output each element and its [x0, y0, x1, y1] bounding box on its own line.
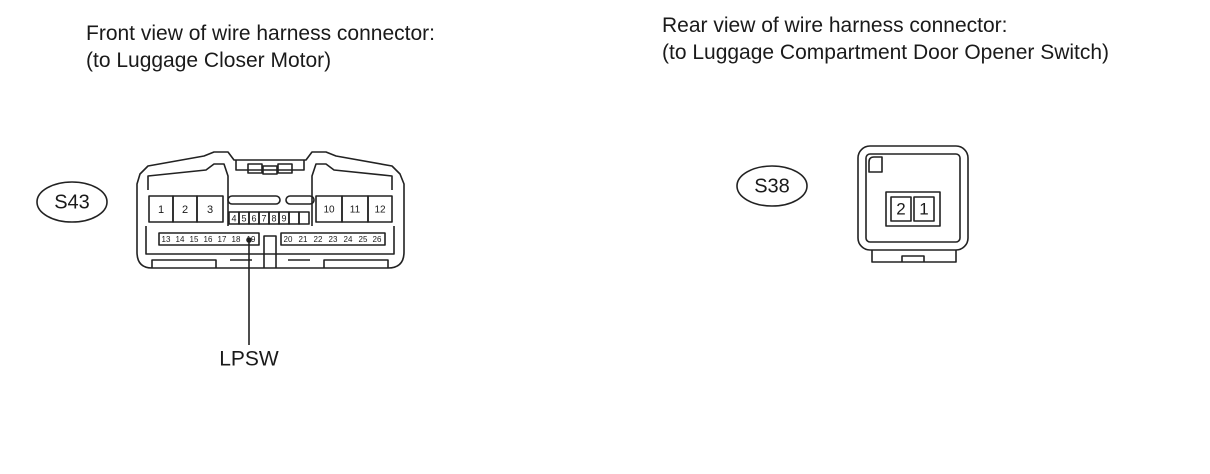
s43-pin-11: 11 — [350, 205, 361, 216]
s43-pin-14: 14 — [176, 235, 185, 244]
s43-badge-outline — [36, 181, 108, 223]
s43-pin-6: 6 — [251, 213, 256, 223]
s43-pin-8: 8 — [271, 213, 276, 223]
rear-view-caption: Rear view of wire harness connector: (to… — [662, 12, 1109, 66]
s43-pin-9: 9 — [281, 213, 286, 223]
lpsw-label: LPSW — [219, 348, 279, 371]
s43-pin-20: 20 — [284, 235, 293, 244]
s38-badge-outline — [736, 165, 808, 207]
s43-pin-10: 10 — [323, 205, 335, 216]
s43-pin-4: 4 — [231, 213, 236, 223]
s43-pin-25: 25 — [359, 235, 368, 244]
s43-pin-15: 15 — [190, 235, 199, 244]
s43-pin-3: 3 — [207, 204, 213, 216]
s43-pin-12: 12 — [374, 205, 386, 216]
rear-view-subtitle: (to Luggage Compartment Door Opener Swit… — [662, 41, 1110, 64]
front-view-caption: Front view of wire harness connector: (t… — [86, 20, 435, 74]
s43-pin-23: 23 — [329, 235, 338, 244]
s38-pin-2: 2 — [896, 199, 905, 218]
s43-pin-26: 26 — [373, 235, 382, 244]
s43-pin-1: 1 — [158, 204, 164, 216]
s43-pin-17: 17 — [218, 235, 227, 244]
s43-pin-22: 22 — [314, 235, 323, 244]
s43-pin-19: 19 — [247, 235, 256, 244]
s43-connector-body — [136, 151, 405, 269]
s38-pin-cells — [890, 196, 935, 222]
s43-pin-5: 5 — [241, 213, 246, 223]
s38-pin-1: 1 — [919, 199, 928, 218]
s43-pin-21: 21 — [299, 235, 308, 244]
s43-connector-id: S43 — [54, 191, 90, 213]
s43-pin-13: 13 — [162, 235, 171, 244]
front-view-subtitle: (to Luggage Closer Motor) — [86, 49, 332, 72]
s43-pin-7: 7 — [261, 213, 266, 223]
s43-pin-24: 24 — [344, 235, 353, 244]
s43-pin-cells — [148, 195, 393, 246]
s43-pin-16: 16 — [204, 235, 213, 244]
s43-pin-2: 2 — [182, 204, 188, 216]
s43-pin-18: 18 — [232, 235, 241, 244]
front-view-title: Front view of wire harness connector: — [86, 22, 435, 45]
rear-view-title: Rear view of wire harness connector: — [662, 14, 1008, 37]
lpsw-callout-dot — [246, 237, 252, 243]
s38-connector-id: S38 — [754, 175, 790, 197]
s38-connector-body — [857, 145, 969, 263]
